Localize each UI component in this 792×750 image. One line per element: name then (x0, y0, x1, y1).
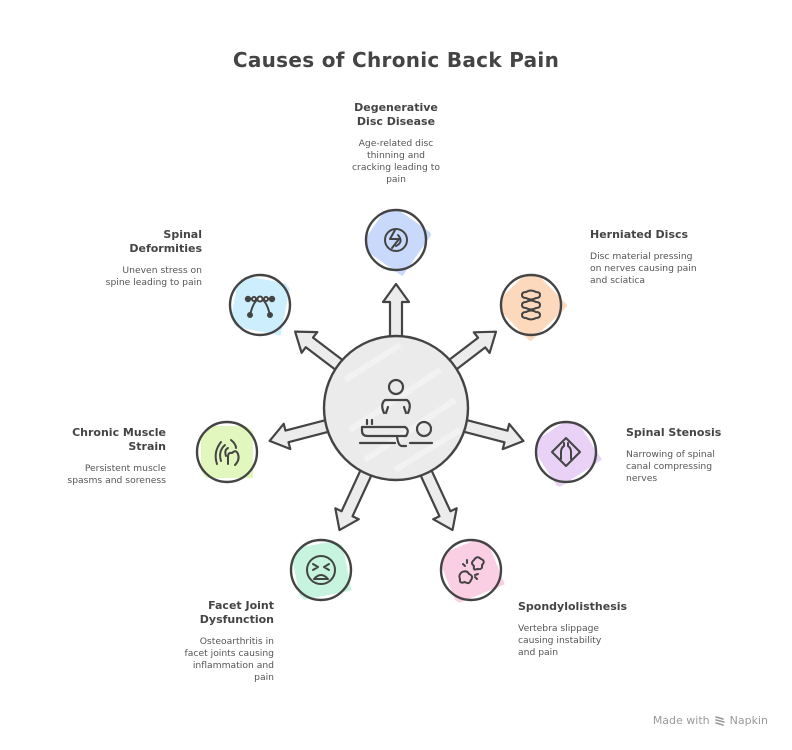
node-ring (499, 273, 563, 337)
item-title: Spinal Stenosis (626, 426, 736, 440)
massage-therapy-icon (358, 378, 434, 448)
node-deformities (228, 273, 292, 337)
item-title-line: Degenerative (354, 101, 438, 114)
distressed-face-icon (306, 555, 336, 585)
item-description-line: facet joints causing (184, 648, 274, 659)
item-title-line: Strain (128, 440, 166, 453)
node-spondylolisthesis (439, 538, 505, 604)
diagram-title: Causes of Chronic Back Pain (232, 48, 560, 72)
node-degenerative (364, 208, 432, 276)
node-ring (195, 420, 259, 484)
node-ring (228, 273, 292, 337)
node-fill (536, 422, 602, 488)
node-herniated (499, 273, 567, 341)
item-description-line: on nerves causing pain (590, 263, 697, 274)
item-description-line: Persistent muscle (84, 463, 166, 474)
item-description-line: Narrowing of spinal (626, 449, 715, 460)
node-fill (201, 426, 253, 478)
node-ring (289, 538, 353, 602)
footer-made-with: Made with (652, 714, 710, 727)
nodes-group (195, 208, 602, 604)
node-stenosis (534, 420, 602, 488)
node-fill (291, 540, 352, 601)
item-description-line: Vertebra slippage (518, 623, 600, 634)
item-title-line: Spinal (163, 228, 202, 241)
item-title-line: Spondylolisthesis (518, 600, 628, 613)
item-description-line: spasms and soreness (67, 475, 166, 486)
napkin-watermark[interactable]: Made with Napkin (653, 714, 768, 727)
node-ring (364, 208, 428, 272)
item-description-line: thinning and (366, 150, 426, 161)
node-muscle (195, 420, 259, 484)
item-description-line: Uneven stress on (122, 265, 202, 276)
broken-bone-icon (458, 556, 485, 585)
item-title: Spondylolisthesis (518, 600, 648, 614)
node-facet (289, 538, 353, 602)
item-title-line: Herniated Discs (590, 228, 689, 241)
item-title-line: Dysfunction (199, 613, 274, 626)
node-ring (534, 420, 598, 484)
node-fill (441, 540, 505, 604)
arrows-group (268, 282, 525, 532)
item-description-line: canal compressing (626, 461, 713, 472)
item-title-line: Spinal Stenosis (626, 426, 722, 439)
item-description-line: pain (386, 174, 406, 185)
item-title-line: Disc Disease (356, 115, 436, 128)
item-description-line: Age-related disc (358, 138, 434, 149)
item-description-line: Osteoarthritis in (199, 636, 274, 647)
item-title-line: Chronic Muscle (72, 426, 166, 439)
item-description-line: nerves (626, 473, 658, 484)
central-hub (322, 334, 470, 482)
neck-pain-icon (214, 439, 240, 466)
item-description-line: spine leading to pain (105, 277, 202, 288)
item-title-line: Deformities (129, 242, 202, 255)
item-description-line: pain (254, 672, 274, 683)
vertebrae-stack-icon (521, 289, 541, 321)
node-ring (439, 538, 503, 602)
node-fill (230, 275, 291, 336)
item-description-line: and pain (518, 647, 559, 658)
item-title: Herniated Discs (590, 228, 720, 242)
item-description-line: Disc material pressing (590, 251, 693, 262)
item-description-line: and sciatica (590, 275, 646, 286)
item-description-line: cracking leading to (352, 162, 440, 173)
footer-brand: Napkin (729, 714, 768, 727)
napkin-logo-icon (714, 715, 725, 726)
item-title-line: Facet Joint (208, 599, 274, 612)
item-description-line: inflammation and (192, 660, 274, 671)
item-description-line: causing instability (518, 635, 602, 646)
node-fill (501, 275, 567, 341)
lightning-disc-icon (384, 228, 408, 252)
bezier-curve-icon (244, 295, 276, 318)
road-narrows-icon (551, 437, 581, 467)
